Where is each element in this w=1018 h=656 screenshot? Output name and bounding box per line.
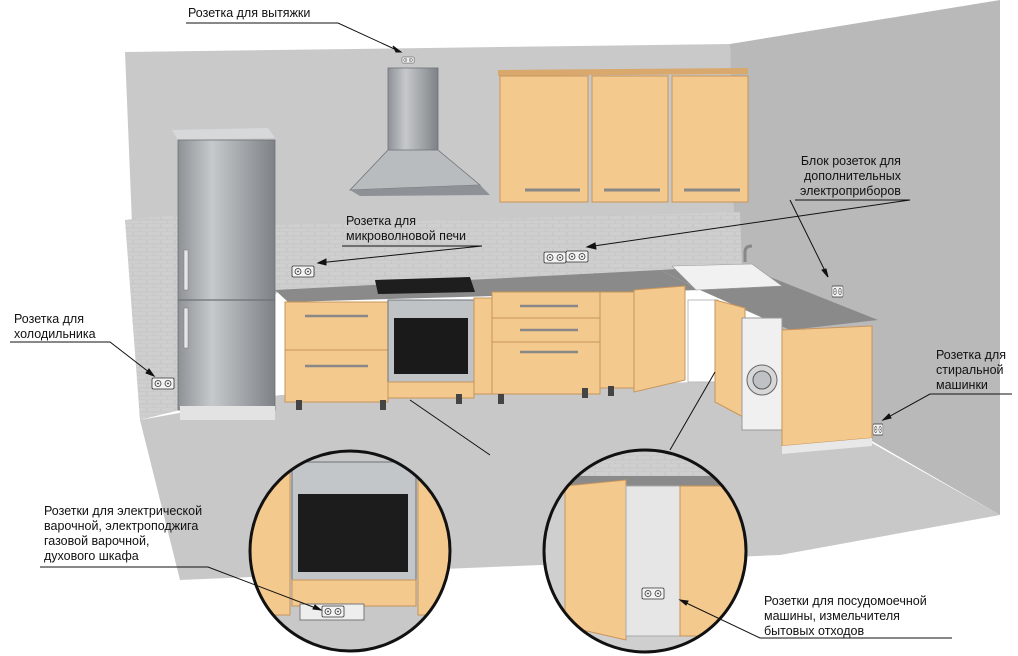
magnifier-oven [248, 449, 452, 653]
double-socket-icon [872, 423, 884, 436]
double-socket-icon [151, 377, 175, 390]
label-extra-sockets-block: Блок розеток для дополнительных электроп… [800, 154, 901, 198]
double-socket-icon [641, 587, 665, 600]
lower-cabinets [284, 285, 873, 454]
double-socket-icon [565, 250, 589, 263]
label-hob-oven-sockets: Розетки для электрической варочной, элек… [44, 504, 203, 563]
range-hood [349, 67, 490, 196]
label-fridge-socket: Розетка для холодильника [14, 312, 96, 341]
left-tile-wall [125, 215, 180, 420]
double-socket-icon [543, 251, 567, 264]
label-hood-socket: Розетка для вытяжки [188, 6, 311, 20]
label-washer-socket: Розетка для стиральной машинки [936, 348, 1006, 392]
label-microwave-socket: Розетка для микроволновой печи [346, 214, 466, 243]
right-wall [730, 0, 1000, 515]
label-dishwasher-sockets: Розетки для посудомоечной машины, измель… [764, 594, 927, 638]
countertop [275, 244, 878, 330]
double-socket-icon [321, 605, 345, 618]
refrigerator [172, 128, 276, 420]
double-socket-icon [401, 56, 415, 64]
double-socket-icon [291, 265, 315, 278]
upper-cabinets [498, 68, 749, 203]
leader-lines [10, 22, 1012, 639]
double-socket-icon [831, 285, 844, 298]
